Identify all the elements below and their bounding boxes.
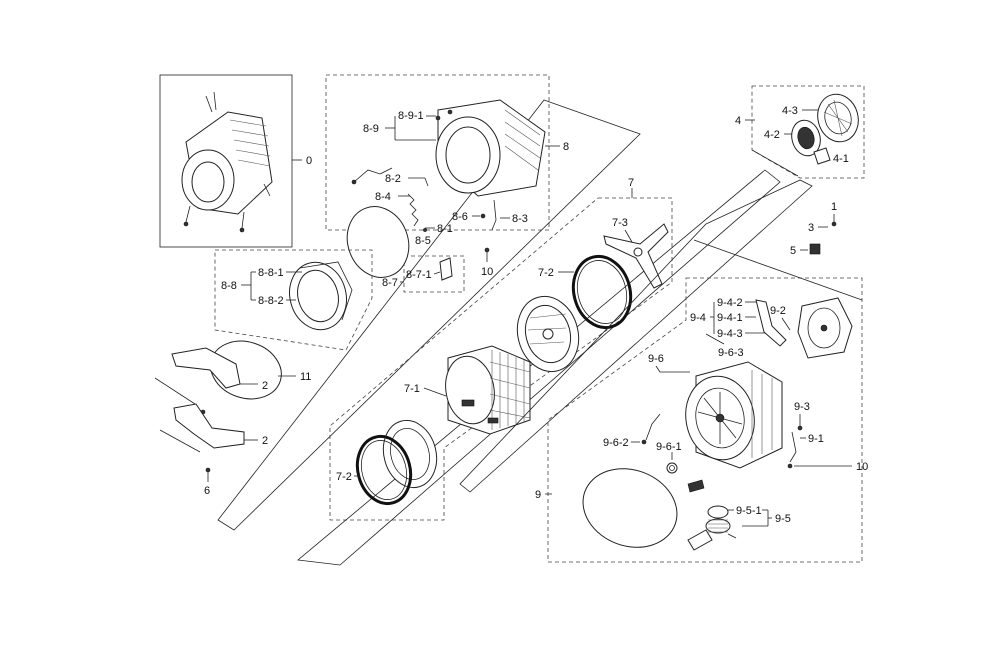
stator-4-1 <box>813 147 831 165</box>
group-8-outer-tub: 8-9-1 8-9 8 8-2 8-4 8-6 8-3 8-1 8-5 10 <box>217 74 641 531</box>
label-9-5: 9-5 <box>775 513 791 525</box>
label-9-6-3: 9-6-3 <box>718 347 744 359</box>
label-4: 4 <box>735 115 741 127</box>
tub-seal-ring <box>346 206 410 278</box>
label-8-5: 8-5 <box>415 235 431 247</box>
group-door-parts: 11 2 2 6 <box>154 340 311 497</box>
drum-back-plate <box>516 295 580 373</box>
pump-9-5 <box>687 505 737 551</box>
hinge-lower <box>173 403 245 449</box>
group-0-assembly: 0 <box>159 74 312 248</box>
label-0: 0 <box>306 155 312 167</box>
label-10-lower: 10 <box>856 461 868 473</box>
label-4-2: 4-2 <box>764 129 780 141</box>
label-8: 8 <box>563 141 569 153</box>
label-9-4-3: 9-4-3 <box>717 328 743 340</box>
spring-8-4 <box>407 193 419 227</box>
label-9-1: 9-1 <box>808 433 824 445</box>
label-3: 3 <box>808 222 814 234</box>
rotor-4-2 <box>791 119 821 157</box>
label-7-3: 7-3 <box>612 217 628 229</box>
part-8-7-1 <box>439 257 453 281</box>
label-9-2: 9-2 <box>770 305 786 317</box>
housing-frame-outline <box>459 179 813 493</box>
label-8-9-1: 8-9-1 <box>398 110 424 122</box>
label-11: 11 <box>300 371 311 383</box>
hose-9-4 <box>755 299 787 347</box>
label-7-2-lower: 7-2 <box>336 471 352 483</box>
label-7-1: 7-1 <box>404 383 420 395</box>
label-2-upper: 2 <box>262 380 268 392</box>
label-8-8-2: 8-8-2 <box>258 295 284 307</box>
label-4-1: 4-1 <box>833 153 849 165</box>
tub-frame-outline <box>217 99 641 531</box>
label-8-7: 8-7 <box>382 277 398 289</box>
label-9-6-1: 9-6-1 <box>656 441 682 453</box>
drum-7-1 <box>445 345 531 435</box>
label-8-7-1: 8-7-1 <box>406 269 432 281</box>
label-8-8: 8-8 <box>221 280 237 292</box>
label-8-6: 8-6 <box>452 211 468 223</box>
label-8-3: 8-3 <box>512 213 528 225</box>
label-9-4: 9-4 <box>690 312 706 324</box>
hose-8-2 <box>353 167 393 183</box>
ring-7-2-upper <box>571 254 633 330</box>
hinge-upper <box>171 347 241 389</box>
front-tub-ring-drawing <box>289 261 353 331</box>
damper-8-3 <box>491 199 497 231</box>
label-1: 1 <box>831 201 837 213</box>
label-10-upper: 10 <box>481 266 493 278</box>
label-8-9: 8-9 <box>363 123 379 135</box>
heater-9-6-2 <box>645 413 661 441</box>
label-4-3: 4-3 <box>782 105 798 117</box>
label-8-2: 8-2 <box>385 173 401 185</box>
label-9-5-1: 9-5-1 <box>736 505 762 517</box>
tub-housing-9 <box>685 361 783 469</box>
label-9: 9 <box>535 489 541 501</box>
label-9-4-2: 9-4-2 <box>717 297 743 309</box>
label-7-2-upper: 7-2 <box>538 267 554 279</box>
tub-assembly-drawing <box>181 91 273 233</box>
tub-gasket-9 <box>582 468 678 548</box>
label-9-6: 9-6 <box>648 353 664 365</box>
ring-7-2-lower <box>355 434 413 506</box>
pulley-4-3 <box>817 93 859 143</box>
clip-part <box>687 479 705 493</box>
label-8-8-1: 8-8-1 <box>258 267 284 279</box>
group-misc-fasteners: 1 3 5 <box>790 201 837 257</box>
group-9-housing: 9 9-2 9-4-2 9-4 9-4-1 9-4-3 9-6-3 <box>459 179 868 563</box>
label-9-3: 9-3 <box>794 401 810 413</box>
group-8-8-front-tub: 8-8-1 8-8 8-8-2 <box>214 249 373 351</box>
label-7: 7 <box>628 177 634 189</box>
label-2-lower: 2 <box>262 435 268 447</box>
damper-9-1 <box>789 431 797 463</box>
label-8-4: 8-4 <box>375 191 391 203</box>
label-9-6-2: 9-6-2 <box>603 437 629 449</box>
label-8-1: 8-1 <box>437 223 453 235</box>
rear-tub-drawing <box>435 99 546 197</box>
drum-front-ring <box>382 419 438 489</box>
rear-cover-9-2 <box>797 297 853 359</box>
label-6: 6 <box>204 485 210 497</box>
drum-frame-outline <box>297 169 781 566</box>
assembly-frame <box>159 74 293 248</box>
seal-9-6-1 <box>666 462 678 474</box>
label-9-4-1: 9-4-1 <box>717 312 743 324</box>
group-4-pulley: 4 4-3 4-2 4-1 <box>735 85 865 179</box>
label-5: 5 <box>790 245 796 257</box>
group-7-drum: 7 7-3 7-2 7-1 <box>297 169 781 566</box>
